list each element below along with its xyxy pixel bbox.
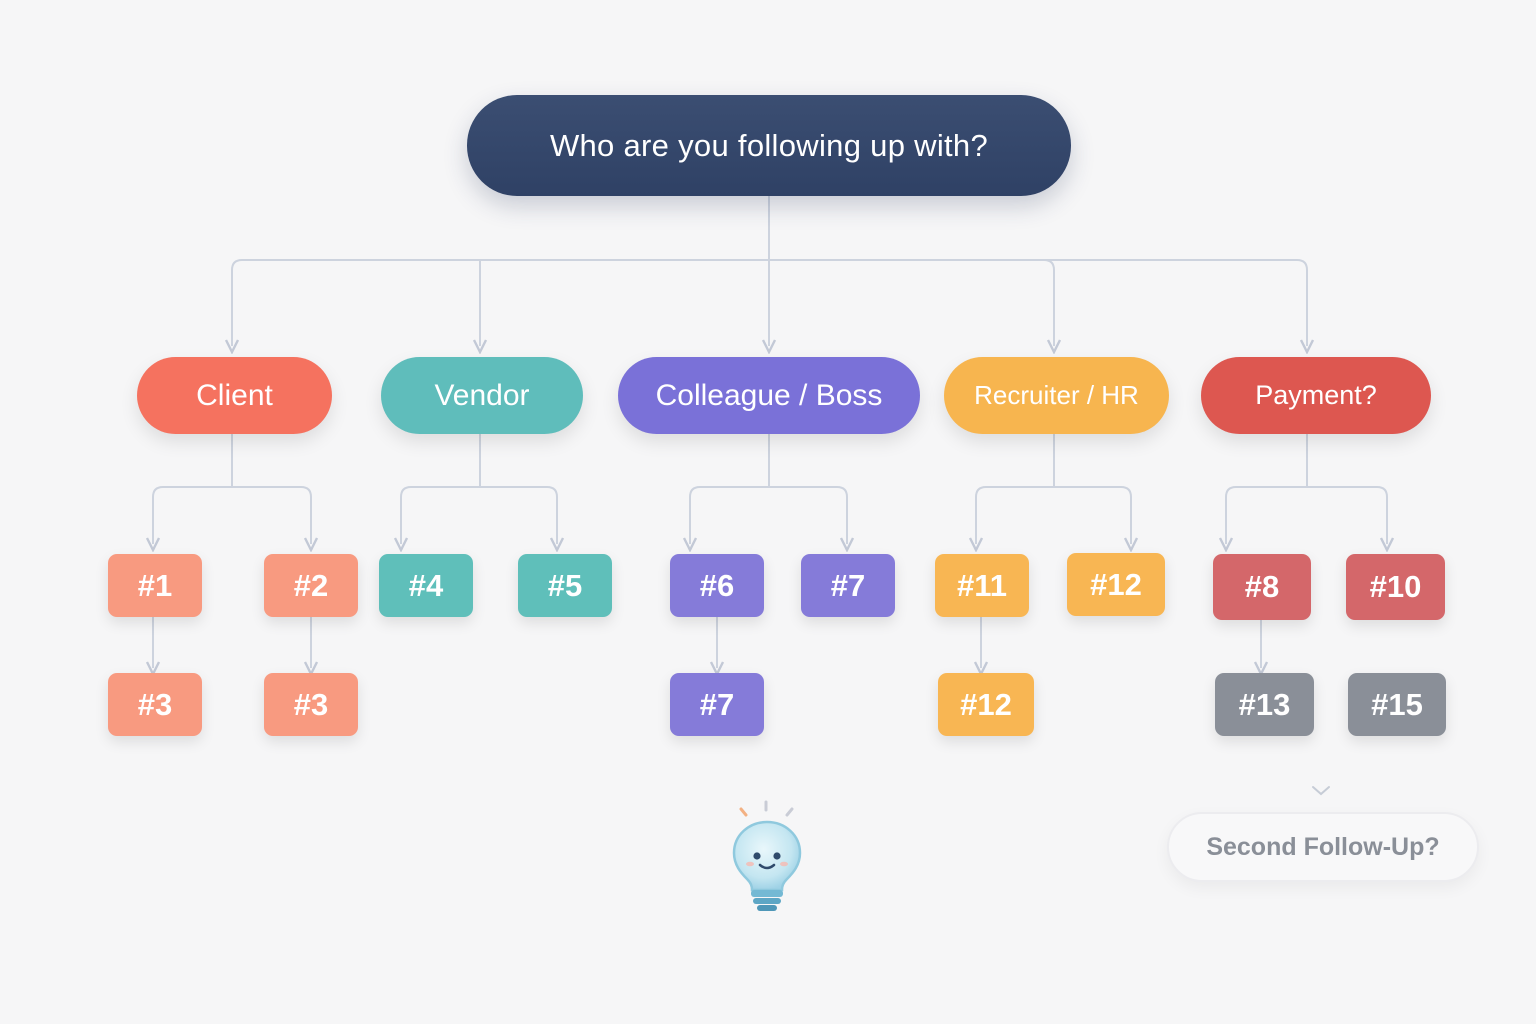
template-node-payment-first-1[interactable]: #8 bbox=[1213, 554, 1311, 620]
category-colleague-label: Colleague / Boss bbox=[655, 378, 883, 412]
category-recruiter-hr[interactable]: Recruiter / HR bbox=[944, 357, 1169, 434]
template-node-client-followup-2[interactable]: #3 bbox=[264, 673, 358, 736]
template-label: #7 bbox=[699, 686, 735, 722]
lightbulb-mascot-icon bbox=[732, 800, 802, 911]
template-label: #6 bbox=[699, 567, 735, 603]
category-client-label: Client bbox=[196, 378, 273, 412]
category-client[interactable]: Client bbox=[137, 357, 332, 434]
connector-to-recruiter bbox=[1043, 259, 1054, 346]
template-label: #12 bbox=[1090, 566, 1142, 602]
template-node-colleague-first-1[interactable]: #6 bbox=[670, 554, 764, 617]
second-followup-button[interactable]: Second Follow-Up? bbox=[1167, 812, 1479, 882]
template-node-vendor-first-2[interactable]: #5 bbox=[518, 554, 612, 617]
template-label: #2 bbox=[293, 567, 329, 603]
category-vendor[interactable]: Vendor bbox=[381, 357, 583, 434]
template-label: #4 bbox=[408, 567, 444, 603]
category-recruiter-label: Recruiter / HR bbox=[974, 380, 1139, 410]
template-node-payment-followup-2[interactable]: #15 bbox=[1348, 673, 1446, 736]
template-label: #12 bbox=[960, 686, 1012, 722]
category-colleague-boss[interactable]: Colleague / Boss bbox=[618, 357, 920, 434]
template-node-recruiter-followup-1[interactable]: #12 bbox=[938, 673, 1034, 736]
template-node-recruiter-first-1[interactable]: #11 bbox=[935, 554, 1029, 617]
template-label: #5 bbox=[547, 567, 583, 603]
chevron-down-icon bbox=[1312, 786, 1330, 796]
second-followup-label: Second Follow-Up? bbox=[1206, 832, 1440, 861]
template-node-client-followup-1[interactable]: #3 bbox=[108, 673, 202, 736]
template-node-client-first-2[interactable]: #2 bbox=[264, 554, 358, 617]
template-node-recruiter-first-2[interactable]: #12 bbox=[1067, 553, 1165, 616]
template-label: #11 bbox=[956, 567, 1007, 603]
template-node-vendor-first-1[interactable]: #4 bbox=[379, 554, 473, 617]
root-question-label: Who are you following up with? bbox=[549, 127, 989, 163]
template-node-payment-followup-1[interactable]: #13 bbox=[1215, 673, 1314, 736]
root-question-node[interactable]: Who are you following up with? bbox=[467, 95, 1071, 196]
template-label: #7 bbox=[830, 567, 866, 603]
template-label: #1 bbox=[137, 567, 173, 603]
template-label: #3 bbox=[293, 686, 329, 722]
template-label: #3 bbox=[137, 686, 173, 722]
template-node-colleague-first-2[interactable]: #7 bbox=[801, 554, 895, 617]
category-payment-label: Payment? bbox=[1255, 380, 1377, 410]
template-label: #8 bbox=[1244, 569, 1280, 604]
template-label: #15 bbox=[1371, 686, 1423, 722]
template-node-colleague-followup-1[interactable]: #7 bbox=[670, 673, 764, 736]
template-node-client-first-1[interactable]: #1 bbox=[108, 554, 202, 617]
template-label: #13 bbox=[1238, 686, 1291, 722]
category-payment[interactable]: Payment? bbox=[1201, 357, 1431, 434]
connector-to-client bbox=[232, 259, 243, 346]
template-node-payment-first-2[interactable]: #10 bbox=[1346, 554, 1445, 620]
connector-to-payment bbox=[1296, 259, 1307, 346]
category-vendor-label: Vendor bbox=[434, 378, 530, 412]
template-label: #10 bbox=[1369, 569, 1422, 604]
